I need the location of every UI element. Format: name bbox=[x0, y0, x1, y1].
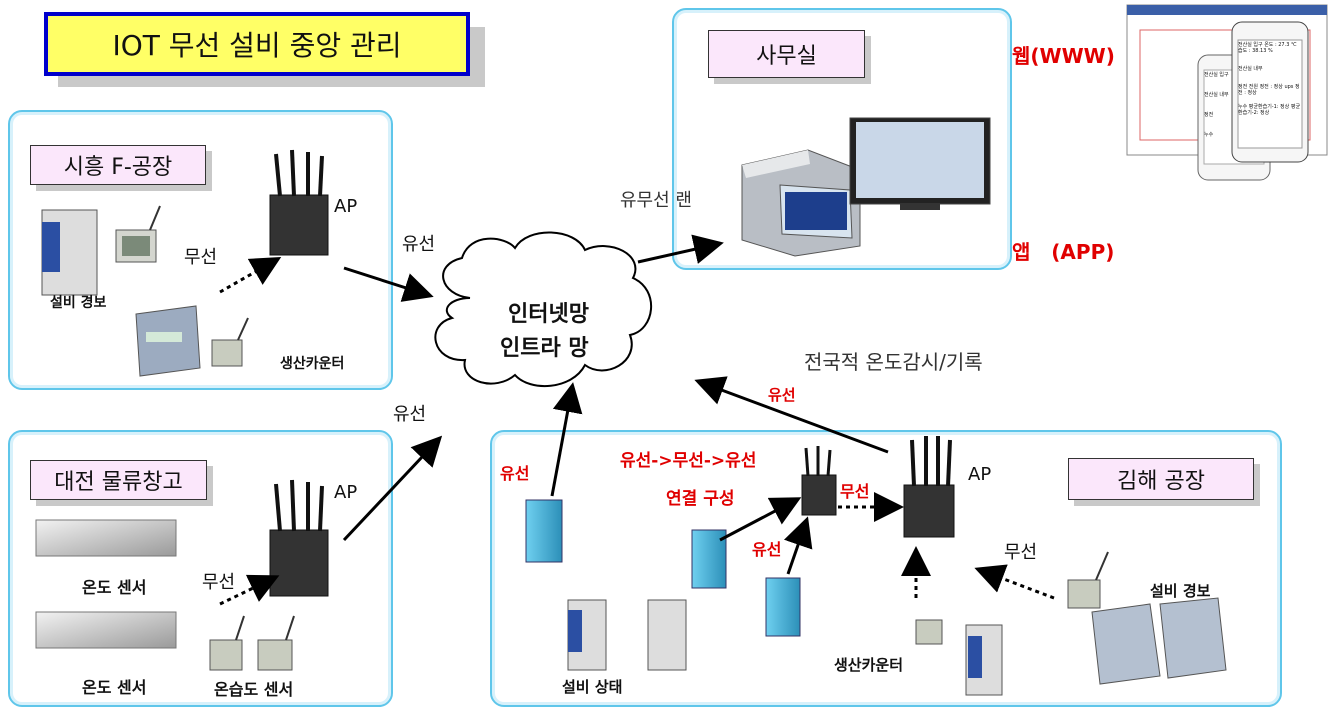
daejeon-wired: 유선 bbox=[393, 404, 427, 425]
daejeon-label: 대전 물류창고 bbox=[30, 460, 207, 500]
page-title: IOT 무선 설비 중앙 관리 bbox=[112, 29, 402, 62]
phone-row: 전산실 입구 bbox=[1204, 72, 1229, 78]
wireless-arrows bbox=[219, 257, 1055, 606]
siheung-production-counter: 생산카운터 bbox=[280, 356, 345, 372]
cloud-line1: 인터넷망 bbox=[508, 302, 589, 327]
gimhae-wireless: 무선 bbox=[1004, 542, 1038, 563]
siheung-wireless: 무선 bbox=[184, 247, 218, 268]
siheung-wired: 유선 bbox=[402, 234, 436, 255]
daejeon-ap: AP bbox=[334, 482, 358, 503]
phone-row: 전산실 내부 bbox=[1204, 92, 1229, 98]
daejeon-panel bbox=[8, 430, 393, 707]
gimhae-wired-left: 유선 bbox=[500, 464, 530, 483]
phone-row: 누수 bbox=[1204, 132, 1214, 138]
daejeon-temp-sensor-2: 온도 센서 bbox=[82, 678, 147, 697]
gimhae-devices bbox=[525, 436, 1227, 696]
wired-arrows bbox=[342, 234, 889, 575]
lan-label: 유무선 랜 bbox=[620, 190, 692, 211]
gimhae-equipment-alarm: 설비 경보 bbox=[1150, 582, 1211, 600]
daejeon-temp-humid-sensor: 온습도 센서 bbox=[214, 680, 294, 699]
daejeon-temp-sensor-1: 온도 센서 bbox=[82, 578, 147, 597]
gimhae-equipment-status: 설비 상태 bbox=[562, 678, 623, 696]
phone-row: 누수 평균환습기-1: 정상 평균환습기-2: 정상 bbox=[1238, 104, 1301, 116]
gimhae-label: 김해 공장 bbox=[1068, 458, 1254, 500]
daejeon-devices bbox=[35, 479, 329, 671]
siheung-panel bbox=[8, 110, 393, 390]
gimhae-production-counter: 생산카운터 bbox=[834, 656, 904, 674]
siheung-devices bbox=[41, 149, 329, 377]
gimhae-config-line2: 연결 구성 bbox=[666, 489, 735, 509]
phone-row: 전산실 입구 온도 : 27.3 ℃ 습도 : 38.13 % bbox=[1238, 42, 1297, 54]
national-wired: 유선 bbox=[768, 386, 796, 404]
phone-back-rows: 전산실 입구 전산실 내부 정전 누수 bbox=[1204, 72, 1234, 138]
phone-row: 전산실 내부 bbox=[1238, 66, 1263, 72]
gimhae-wired-mid: 유선 bbox=[752, 540, 782, 559]
gimhae-ap: AP bbox=[968, 464, 992, 485]
phone-row: 정전 전원 정전 : 정상 ups 정전 : 정상 bbox=[1238, 84, 1300, 96]
siheung-ap: AP bbox=[334, 196, 358, 217]
gimhae-config-line1: 유선->무선->유선 bbox=[620, 451, 757, 471]
web-label: 웹(WWW) bbox=[1012, 44, 1115, 68]
phone-row: 정전 bbox=[1204, 112, 1214, 118]
cloud-line2: 인트라 망 bbox=[500, 336, 589, 361]
national-label: 전국적 온도감시/기록 bbox=[804, 350, 983, 374]
phone-web-mock bbox=[1126, 4, 1328, 181]
internet-cloud bbox=[434, 231, 652, 388]
daejeon-wireless: 무선 bbox=[202, 572, 236, 593]
phone-front-rows: 전산실 입구 온도 : 27.3 ℃ 습도 : 38.13 % 전산실 내부 정… bbox=[1238, 42, 1302, 116]
siheung-equipment-alarm: 설비 경보 bbox=[50, 295, 107, 311]
siheung-label: 시흥 F-공장 bbox=[30, 145, 206, 185]
app-label: 앱 (APP) bbox=[1012, 240, 1115, 264]
title-box: IOT 무선 설비 중앙 관리 bbox=[44, 12, 470, 76]
office-label: 사무실 bbox=[708, 30, 865, 78]
gimhae-panel bbox=[490, 430, 1282, 707]
desktop-computer bbox=[741, 117, 991, 257]
gimhae-wireless-red: 무선 bbox=[840, 482, 870, 501]
office-panel bbox=[672, 8, 1012, 270]
